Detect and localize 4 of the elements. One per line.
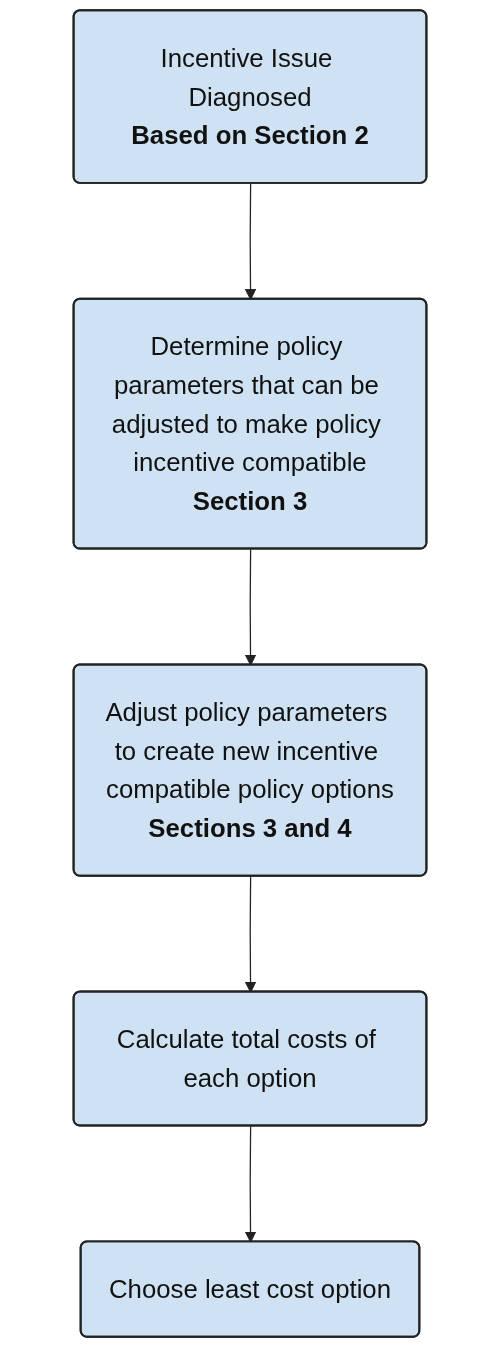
arrow bbox=[244, 875, 257, 993]
arrow bbox=[244, 548, 257, 666]
arrow bbox=[244, 1125, 257, 1243]
arrow bbox=[244, 182, 257, 300]
